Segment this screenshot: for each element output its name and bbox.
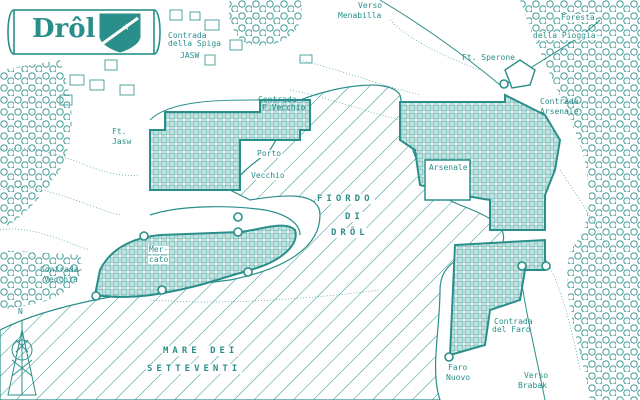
label-contrada-fvecchio-1: Contrada [258,95,297,104]
label-mare-dei: MARE DEI [162,346,240,356]
label-contrada-arsenale-2: Arsenale [540,107,579,116]
compass-n-label: N [18,307,23,316]
rain-forest [520,0,640,400]
label-foresta: Foresta [560,13,596,22]
north-forest [228,0,302,46]
fort-icon [91,79,551,362]
label-porto: Porto [256,149,283,158]
label-ft-sperone: Ft. Sperone [462,53,515,62]
label-verso: Verso [358,1,383,10]
label-verso-south: Verso [524,371,549,380]
label-jasw-north: JASW [180,51,200,60]
label-faro: Faro [448,363,468,372]
label-setteventi: SETTEVENTI [146,364,243,374]
label-mer: Mer- [148,245,170,254]
label-contrada-vecchia-2: Vecchia [44,275,78,284]
central-district [149,99,311,191]
label-vecchio: Vecchio [250,171,286,180]
arsenal-district [399,93,562,231]
crest-icon: ★ [99,13,141,53]
label-jasw: Jasw [112,137,132,146]
label-cato: cato [148,255,170,264]
label-contrada-faro-1: Contrada [494,317,533,326]
west-forest [0,60,72,230]
north-arrow-icon [7,320,37,396]
label-contrada-arsenale-1: Contrada [540,97,579,106]
label-contrada-spiga: Contrada [168,31,207,40]
label-contrada-vecchia-1: Contrada [40,265,79,274]
label-ft: Ft. [112,127,127,136]
label-brabak: Brabak [518,381,547,390]
north-buildings [59,9,313,106]
label-fiordo: FIORDO [316,194,375,204]
label-menabilla: Menabilla [338,11,382,20]
south-west-forest [0,250,82,310]
label-contrada-faro-2: del Faro [492,325,531,334]
label-drol: DRÔL [330,228,370,238]
label-nuovo: Nuovo [446,373,471,382]
peninsula-road [149,206,301,236]
map-title: Drôl [32,14,96,44]
faro-district [448,238,546,357]
label-di: DI [344,212,365,222]
sperone-fort [504,59,536,89]
svg-text:★: ★ [122,23,130,33]
label-della-pioggia: della Pioggia [532,31,597,40]
label-arsenale: Arsenale [428,163,469,172]
label-contrada-fvecchio-2: F.Vecchio [262,103,306,112]
label-della-spiga: della Spiga [168,39,221,48]
